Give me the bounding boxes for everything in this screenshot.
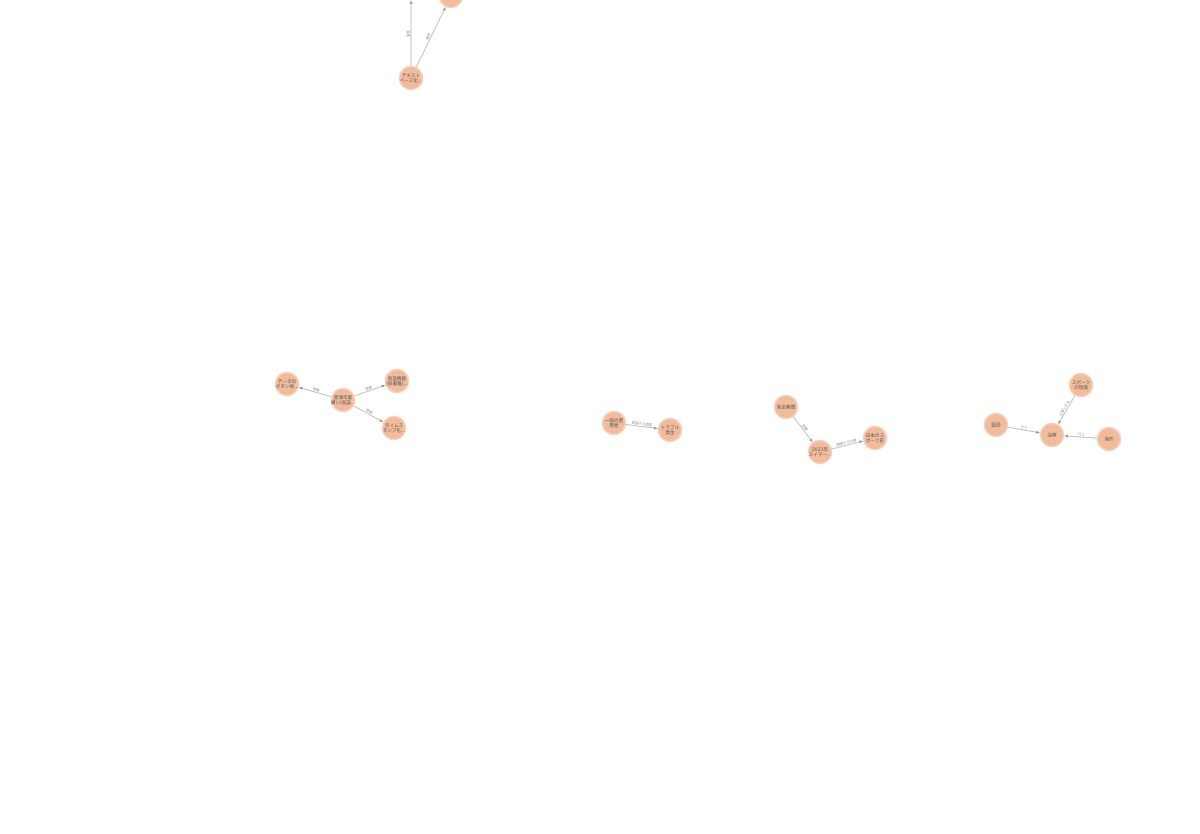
node-label: ポーツ史 [866, 437, 885, 444]
node-label: 発生 [665, 429, 675, 436]
node-label: トラブル [661, 424, 680, 431]
edge-e11[interactable]: 行う [1064, 431, 1098, 439]
edge-label: 影響 [801, 423, 809, 432]
edge-label: 直面する問題 [631, 420, 652, 428]
node-label: 治療 [1047, 432, 1057, 439]
node-label: タイムス [385, 422, 404, 429]
edge-e2[interactable]: 属性 [415, 7, 446, 68]
edge-label: 属性 [424, 31, 432, 40]
node-n14[interactable]: 治療 [1039, 422, 1065, 448]
edge-line [1057, 394, 1076, 425]
edge-line [792, 415, 813, 443]
node-label: の現場 [1074, 384, 1088, 391]
node-circle [773, 394, 799, 420]
node-circle [983, 412, 1009, 438]
edge-e7[interactable]: 影響 [792, 415, 813, 443]
node-n10[interactable]: 完全無償 [773, 394, 799, 420]
node-circle [601, 410, 627, 436]
node-circle [274, 371, 300, 397]
node-label: スポーツ [1072, 379, 1091, 386]
edge-label: 行う [1020, 424, 1028, 430]
node-n3[interactable] [439, 0, 463, 9]
node-n4[interactable]: 黒澤作家嫌い(仮設... [330, 387, 356, 413]
edge-e10[interactable]: 必要とする [1057, 394, 1076, 425]
node-label: 2023年 [812, 446, 829, 453]
node-label: 海外 [1104, 436, 1114, 443]
node-label: (仮書籍)... [386, 380, 408, 387]
edges-layer: 属性属性関連関連関連直面する問題影響関連する分野行う必要とする行う [298, 0, 1098, 450]
node-circle [862, 425, 888, 451]
edge-e3[interactable]: 関連 [298, 386, 333, 398]
edge-e9[interactable]: 行う [1007, 424, 1040, 434]
node-label: 用者 [609, 423, 619, 429]
edge-e1[interactable]: 属性 [406, 0, 413, 67]
edge-line [1007, 426, 1040, 434]
edge-line [353, 384, 386, 397]
node-n5[interactable]: データのボタン保... [274, 371, 300, 397]
node-label: タンプ化... [383, 427, 406, 434]
edge-label: 関連 [312, 386, 320, 393]
node-circle [807, 439, 833, 465]
edge-e6[interactable]: 直面する問題 [625, 420, 658, 430]
edge-e5[interactable]: 関連 [352, 405, 384, 423]
node-label: 完全無償 [777, 404, 796, 411]
node-label: 一般の使 [605, 417, 624, 424]
edge-label: 行う [1078, 431, 1085, 436]
node-label: ボタン保... [276, 383, 299, 390]
node-label: テキスト [402, 73, 420, 79]
edge-line [1064, 434, 1098, 439]
node-n11[interactable]: 2023年スイマー... [807, 439, 833, 465]
edge-line [415, 7, 446, 68]
node-label: 仮設機能 [388, 375, 407, 382]
node-circle [1039, 422, 1065, 448]
node-circle [1096, 426, 1122, 452]
node-label: 医師 [991, 422, 1001, 429]
node-circle [398, 65, 424, 91]
edge-line [831, 440, 863, 450]
node-label: データの [278, 378, 297, 385]
node-label: 嫌い(仮設... [331, 399, 356, 406]
edge-label: 属性 [406, 30, 411, 37]
node-n6[interactable]: 仮設機能(仮書籍)... [384, 368, 410, 394]
node-label: ベース化... [400, 77, 423, 84]
edge-label: 関連する分野 [836, 437, 858, 447]
node-circle [381, 415, 407, 441]
node-n13[interactable]: 医師 [983, 412, 1009, 438]
node-label: 日本のス [866, 432, 885, 439]
node-circle [439, 0, 463, 9]
edge-line [298, 386, 333, 398]
node-circle [1068, 372, 1094, 398]
node-n16[interactable]: 海外 [1096, 426, 1122, 452]
node-circle [657, 417, 683, 443]
edge-label: 関連 [365, 407, 374, 415]
node-label: 黒澤作家 [334, 394, 353, 401]
node-circle [384, 368, 410, 394]
edge-e8[interactable]: 関連する分野 [831, 437, 863, 450]
node-circle [330, 387, 356, 413]
edge-line [352, 405, 384, 423]
node-n1[interactable]: テキストベース化... [398, 65, 424, 91]
node-n7[interactable]: タイムスタンプ化... [381, 415, 407, 441]
node-label: スイマー... [809, 452, 832, 458]
edge-e4[interactable]: 関連 [353, 384, 386, 397]
edge-label: 関連 [365, 384, 374, 391]
edge-line [625, 424, 658, 430]
